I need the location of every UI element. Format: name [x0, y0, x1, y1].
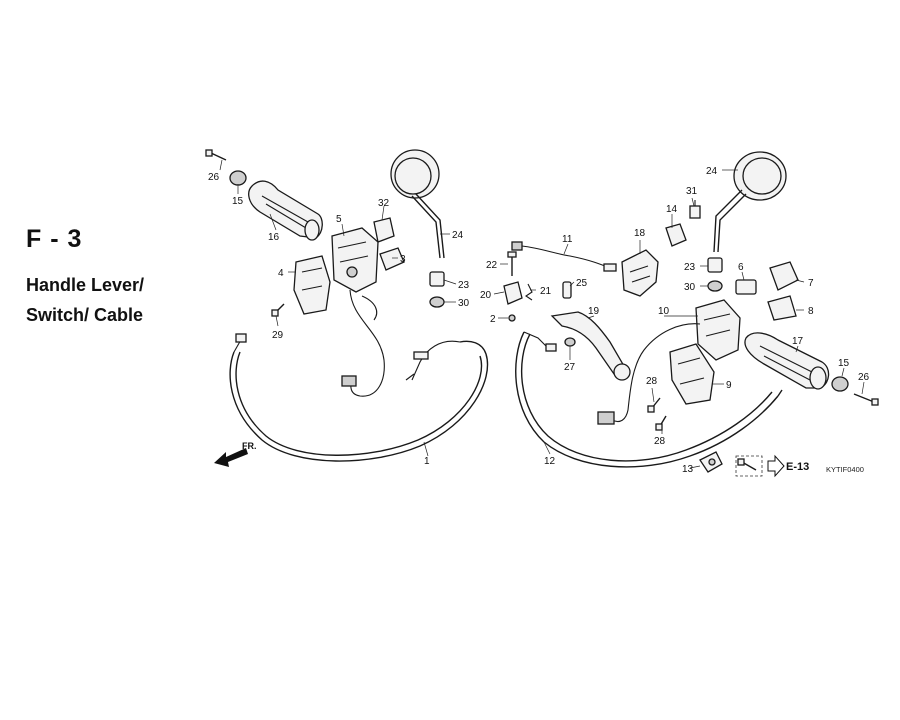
- callout-28-upper: 28: [646, 376, 658, 387]
- part-29-screw: [271, 303, 285, 317]
- callout-7: 7: [808, 278, 814, 289]
- callout-15-right: 15: [838, 358, 850, 369]
- part-32-switch: [373, 217, 395, 243]
- callout-3: 3: [400, 254, 406, 265]
- callout-17: 17: [792, 336, 804, 347]
- part-22-screw: [507, 251, 517, 276]
- callout-6: 6: [738, 262, 744, 273]
- title-line-1: Handle Lever/: [26, 275, 145, 295]
- callout-24-right: 24: [706, 166, 718, 177]
- part-25-pin: [562, 281, 572, 299]
- callout-24-left: 24: [452, 230, 464, 241]
- section-code: F - 3: [26, 225, 83, 253]
- part-21-spring: [525, 283, 533, 301]
- part-26-left-screw: [205, 149, 227, 161]
- part-19-brake-lever: [550, 311, 631, 381]
- callout-28-lower: 28: [654, 436, 666, 447]
- callout-15-left: 15: [232, 196, 244, 207]
- callout-12: 12: [544, 456, 556, 467]
- part-24-left-mirror: [390, 149, 445, 259]
- part-9-right-cover: [669, 343, 715, 405]
- callout-23-right: 23: [684, 262, 696, 273]
- reference-box: [735, 455, 763, 477]
- part-6-switch: [735, 279, 757, 295]
- left-switch-harness: [349, 289, 385, 397]
- title-block: F - 3 Handle Lever/ Switch/ Cable: [26, 225, 144, 330]
- title-line-2: Switch/ Cable: [26, 305, 144, 325]
- part-4-left-cover: [293, 255, 331, 315]
- part-7-switch: [769, 261, 799, 291]
- callout-2: 2: [490, 314, 496, 325]
- part-1-throttle-cable: [229, 333, 489, 462]
- right-switch-harness: [611, 323, 701, 423]
- front-direction-arrow: FR.: [214, 441, 257, 467]
- part-28-screw-a: [647, 397, 661, 413]
- part-11-stop-switch-wire: [511, 241, 617, 272]
- part-2-clip: [508, 314, 516, 322]
- reference-label: E-13: [786, 461, 809, 473]
- callout-8: 8: [808, 306, 814, 317]
- callout-27: 27: [564, 362, 576, 373]
- part-12-brake-cable: [515, 331, 783, 468]
- part-23-left-nut: [429, 271, 445, 287]
- part-20-bracket: [503, 281, 523, 305]
- callout-5: 5: [336, 214, 342, 225]
- callout-4: 4: [278, 268, 284, 279]
- callout-25: 25: [576, 278, 588, 289]
- callout-20: 20: [480, 290, 492, 301]
- callout-14: 14: [666, 204, 678, 215]
- callout-30-right: 30: [684, 282, 696, 293]
- part-3-switch: [379, 247, 405, 271]
- part-17-right-grip: [744, 332, 830, 390]
- part-5-left-switch: [331, 227, 379, 293]
- part-31-bolt: [689, 200, 701, 219]
- part-10-right-switch: [695, 299, 741, 361]
- right-harness-connector: [597, 411, 615, 425]
- part-28-screw-b: [655, 415, 667, 431]
- part-13-cable-clamp: [699, 451, 723, 473]
- callout-29: 29: [272, 330, 284, 341]
- part-15-right-bar-end: [831, 376, 849, 392]
- part-23-right-nut: [707, 257, 723, 273]
- drawing-code: KYTIF0400: [826, 465, 864, 474]
- callout-26-right: 26: [858, 372, 870, 383]
- part-16-left-grip: [248, 180, 323, 241]
- callout-13: 13: [682, 464, 694, 475]
- reference-arrow: E-13: [767, 454, 809, 478]
- callout-16: 16: [268, 232, 280, 243]
- direction-label: FR.: [242, 441, 257, 451]
- callout-30-left: 30: [458, 298, 470, 309]
- callout-1: 1: [424, 456, 430, 467]
- part-24-right-mirror: [713, 151, 787, 253]
- callout-10: 10: [658, 306, 670, 317]
- callout-19: 19: [588, 306, 600, 317]
- callout-22: 22: [486, 260, 498, 271]
- callout-18: 18: [634, 228, 646, 239]
- leader-lines: [219, 159, 865, 469]
- part-30-right-washer: [707, 280, 723, 292]
- part-30-left-washer: [429, 296, 445, 308]
- part-8-switch: [767, 295, 797, 321]
- part-14-holder: [665, 223, 687, 247]
- part-15-left-bar-end: [229, 170, 247, 186]
- callout-26-left: 26: [208, 172, 220, 183]
- callout-32: 32: [378, 198, 390, 209]
- left-harness-connector: [341, 375, 357, 387]
- callout-21: 21: [540, 286, 552, 297]
- part-26-right-screw: [853, 393, 879, 406]
- callout-9: 9: [726, 380, 732, 391]
- part-27-screw: [564, 337, 576, 347]
- callout-11: 11: [562, 234, 573, 245]
- callout-numbers: 26 15 16 5 32 3 4 29 24 23 30 1 11 22 20…: [208, 166, 870, 475]
- callout-23-left: 23: [458, 280, 470, 291]
- part-18-lever-bracket: [621, 249, 659, 297]
- callout-31: 31: [686, 186, 698, 197]
